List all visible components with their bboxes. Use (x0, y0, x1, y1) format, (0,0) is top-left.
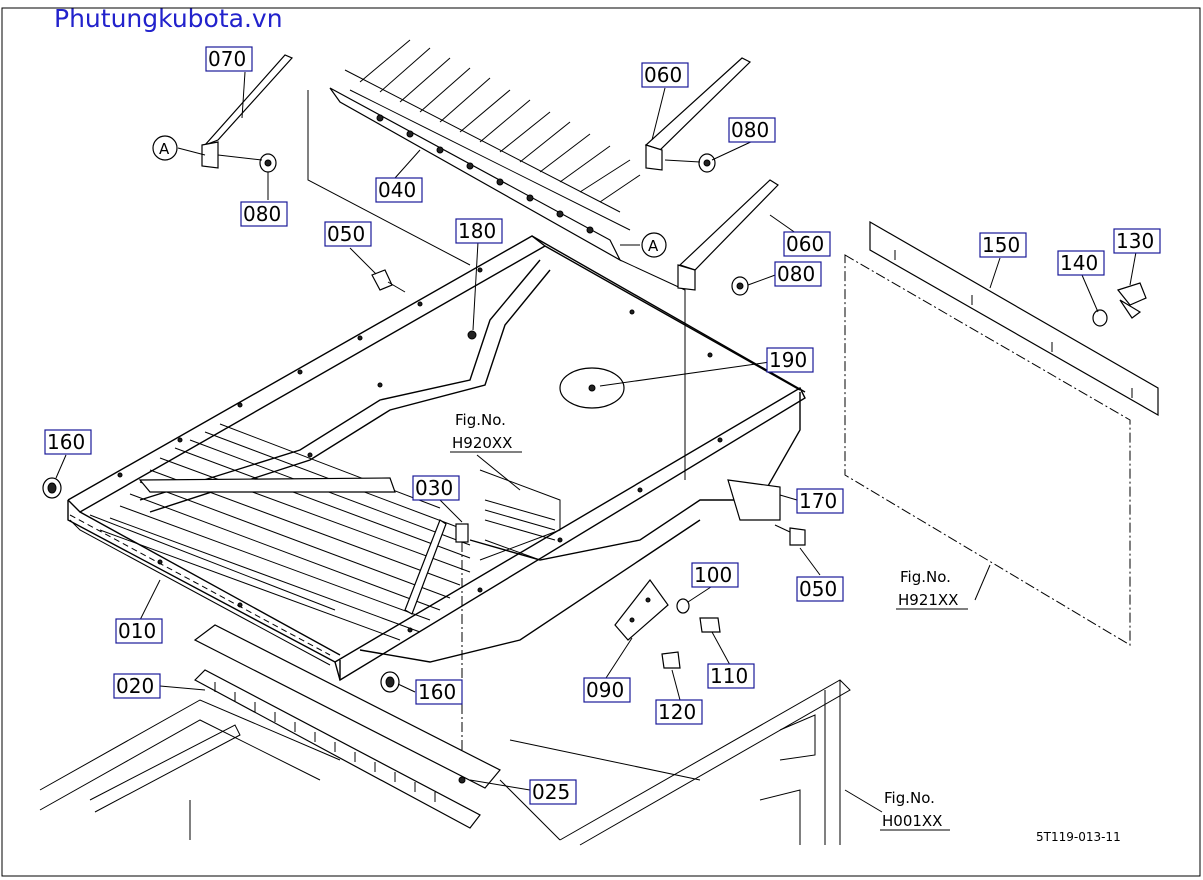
rake-comb-040 (329, 39, 641, 262)
callout-150[interactable]: 150 (979, 232, 1027, 258)
callout-180[interactable]: 180 (455, 218, 503, 244)
svg-text:030: 030 (415, 476, 453, 500)
bracket-170 (727, 479, 781, 521)
svg-text:190: 190 (769, 348, 807, 372)
callout-070[interactable]: 070 (205, 46, 253, 72)
cover-plate-150 (869, 220, 1159, 417)
machine-body-h001xx (39, 679, 851, 846)
svg-text:080: 080 (731, 118, 769, 142)
callout-190[interactable]: 190 (766, 347, 814, 373)
svg-text:020: 020 (116, 674, 154, 698)
ref-fig-title-h920: Fig.No. (455, 411, 506, 429)
rear-panel-edge-right (619, 259, 686, 480)
roller-160 (42, 477, 400, 693)
svg-text:130: 130 (1116, 229, 1154, 253)
svg-text:A: A (648, 237, 659, 255)
callout-080-left[interactable]: 080 (240, 201, 288, 227)
drawing-code: 5T119-013-11 (1036, 830, 1121, 844)
callout-060-upper[interactable]: 060 (641, 62, 689, 88)
scraper-020 (193, 624, 501, 829)
bolt-120 (661, 651, 681, 669)
svg-text:100: 100 (694, 563, 732, 587)
grommet-030 (455, 523, 469, 780)
callout-020[interactable]: 020 (113, 673, 161, 699)
plate-090 (614, 578, 669, 641)
ref-fig-code-h920: H920XX (452, 434, 512, 452)
callout-120[interactable]: 120 (655, 699, 703, 725)
tray-frame-010 (67, 235, 806, 682)
side-tine-070 (201, 54, 294, 169)
callout-110[interactable]: 110 (707, 663, 755, 689)
svg-text:110: 110 (710, 664, 748, 688)
rear-panel-edge (307, 90, 471, 266)
callout-160-left[interactable]: 160 (44, 429, 92, 455)
ref-fig-code-h921: H921XX (898, 591, 958, 609)
bolt-110 (699, 617, 721, 633)
bolt-050-lower (774, 524, 806, 546)
rivet-025 (458, 776, 466, 784)
callout-100[interactable]: 100 (691, 562, 739, 588)
svg-text:160: 160 (47, 430, 85, 454)
marker-a-left: A (152, 135, 178, 161)
callout-080-upper-right[interactable]: 080 (728, 117, 776, 143)
callout-080-lower-right[interactable]: 080 (774, 261, 822, 287)
callout-170[interactable]: 170 (796, 488, 844, 514)
svg-text:170: 170 (799, 489, 837, 513)
callout-050-upper[interactable]: 050 (324, 221, 372, 247)
support-stay (404, 519, 447, 615)
svg-text:060: 060 (786, 232, 824, 256)
callout-130[interactable]: 130 (1113, 228, 1161, 254)
svg-text:080: 080 (243, 202, 281, 226)
svg-text:060: 060 (644, 63, 682, 87)
side-tine-060-lower (677, 179, 779, 291)
wing-nut-130 (1116, 282, 1147, 319)
callout-060-lower[interactable]: 060 (783, 231, 831, 257)
ref-fig-title-h921: Fig.No. (900, 568, 951, 586)
svg-text:025: 025 (532, 780, 570, 804)
callout-030[interactable]: 030 (412, 475, 460, 501)
callout-160-right[interactable]: 160 (415, 679, 463, 705)
callout-025[interactable]: 025 (529, 779, 577, 805)
cross-bar (138, 477, 396, 493)
tray-slats (89, 423, 471, 641)
panel-h921xx (844, 254, 1131, 646)
subassembly-h920xx (479, 469, 561, 561)
svg-text:080: 080 (777, 262, 815, 286)
callout-040[interactable]: 040 (375, 177, 423, 203)
side-tine-060-upper (644, 57, 752, 171)
bolt-050-upper (371, 269, 406, 293)
svg-text:180: 180 (458, 219, 496, 243)
ref-fig-code-h001: H001XX (882, 812, 942, 830)
svg-text:140: 140 (1060, 251, 1098, 275)
leader-lines (55, 71, 1137, 813)
washer-100 (676, 598, 690, 614)
washer-140 (1092, 309, 1108, 327)
marker-a-right: A (641, 232, 667, 258)
callout-010[interactable]: 010 (115, 618, 163, 644)
ref-fig-title-h001: Fig.No. (884, 789, 935, 807)
svg-text:160: 160 (418, 680, 456, 704)
svg-text:120: 120 (658, 700, 696, 724)
washer-080 (259, 153, 749, 296)
svg-text:010: 010 (118, 619, 156, 643)
bolt-180 (467, 330, 477, 340)
callout-050-lower[interactable]: 050 (796, 576, 844, 602)
callout-140[interactable]: 140 (1057, 250, 1105, 276)
callout-090[interactable]: 090 (583, 677, 631, 703)
svg-text:070: 070 (208, 47, 246, 71)
svg-text:050: 050 (799, 577, 837, 601)
watermark-text: Phutungkubota.vn (54, 4, 283, 33)
svg-text:040: 040 (378, 178, 416, 202)
svg-text:090: 090 (586, 678, 624, 702)
svg-text:150: 150 (982, 233, 1020, 257)
svg-text:A: A (159, 140, 170, 158)
front-flange (69, 519, 331, 666)
svg-text:050: 050 (327, 222, 365, 246)
drawing-frame (1, 7, 1201, 877)
